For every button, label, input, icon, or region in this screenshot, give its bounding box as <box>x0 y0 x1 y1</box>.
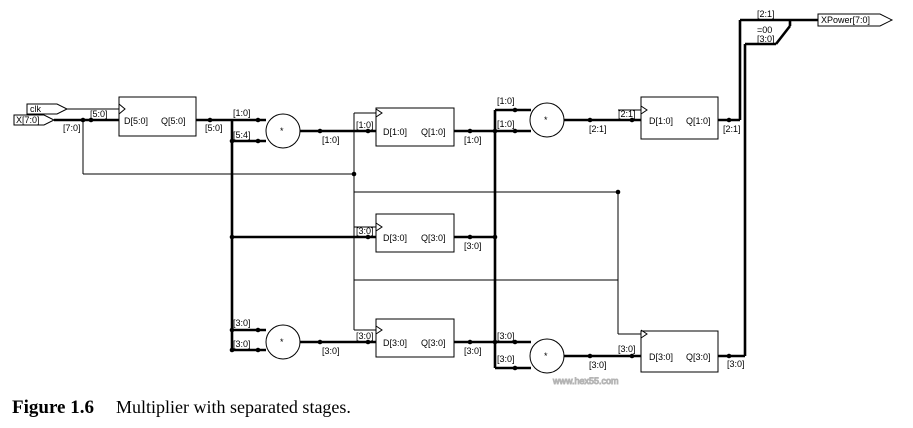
multiplier-4-symbol: * <box>544 351 548 361</box>
figure-number: Figure 1.6 <box>12 397 94 418</box>
bus-label: [5:4] <box>233 130 251 140</box>
multiplier-1-symbol: * <box>280 126 284 136</box>
multiplier-2: * <box>529 102 565 138</box>
bus-label: [2:1] <box>618 109 636 119</box>
clk-port: clk <box>26 103 69 115</box>
bus-label: [1:0] <box>233 108 251 118</box>
figure-caption: Figure 1.6 Multiplier with separated stag… <box>12 397 351 419</box>
concat-bot-label: [3:0] <box>757 34 775 44</box>
register-6-d: D[3:0] <box>649 352 673 362</box>
junction-dots <box>80 107 732 371</box>
x-input-port: X[7:0] <box>13 114 56 126</box>
x-input-port-label: X[7:0] <box>16 115 40 125</box>
bus-label: [3:0] <box>727 359 745 369</box>
bus-label: [3:0] <box>233 339 251 349</box>
xpower-output-port: XPower[7:0] <box>817 13 894 27</box>
register-4-d: D[3:0] <box>383 338 407 348</box>
bus-label: [3:0] <box>497 331 515 341</box>
register-3-q: Q[3:0] <box>421 233 446 243</box>
watermark: www.hex55.com <box>552 376 619 386</box>
register-1-q: Q[5:0] <box>161 116 186 126</box>
bus-label: [3:0] <box>464 346 482 356</box>
register-4: D[3:0] Q[3:0] <box>375 318 455 358</box>
bus-label: [5:0] <box>90 109 108 119</box>
multiplier-3: * <box>265 324 301 360</box>
bus-label: [3:0] <box>618 344 636 354</box>
register-1: D[5:0] Q[5:0] <box>118 96 197 137</box>
register-6: D[3:0] Q[3:0] <box>640 329 719 373</box>
register-5-q: Q[1:0] <box>686 116 711 126</box>
bus-label: [3:0] <box>464 241 482 251</box>
register-3-d: D[3:0] <box>383 233 407 243</box>
concat-top-label: [2:1] <box>757 9 775 19</box>
bus-label: [3:0] <box>497 354 515 364</box>
bus-label: [5:0] <box>205 123 223 133</box>
multiplier-3-symbol: * <box>280 337 284 347</box>
bus-label: [3:0] <box>322 346 340 356</box>
register-3: D[3:0] Q[3:0] <box>375 213 455 253</box>
bus-label: [1:0] <box>497 119 515 129</box>
bus-label: [3:0] <box>589 360 607 370</box>
clk-port-label: clk <box>30 104 41 114</box>
bus-label: [1:0] <box>356 120 374 130</box>
bus-label: [3:0] <box>356 331 374 341</box>
bus-labels: [5:0] [7:0] [5:0] [1:0] [5:4] [1:0] [3:0… <box>63 96 745 370</box>
bus-label: [7:0] <box>63 123 81 133</box>
bus-label: [2:1] <box>589 124 607 134</box>
register-1-d: D[5:0] <box>124 116 148 126</box>
bus-label: [1:0] <box>464 135 482 145</box>
multiplier-2-symbol: * <box>544 115 548 125</box>
bus-label: [3:0] <box>356 226 374 236</box>
bus-label: [1:0] <box>497 96 515 106</box>
register-2: D[1:0] Q[1:0] <box>375 107 455 147</box>
bus-label: [3:0] <box>233 318 251 328</box>
concat-eq-label: =00 <box>757 25 772 35</box>
figure-caption-text: Multiplier with separated stages. <box>115 397 351 417</box>
multiplier-1: * <box>265 113 301 149</box>
data-buses <box>54 18 818 370</box>
bus-label: [2:1] <box>723 124 741 134</box>
register-6-q: Q[3:0] <box>686 352 711 362</box>
clock-and-feedback-wires <box>67 108 641 335</box>
register-2-q: Q[1:0] <box>421 127 446 137</box>
register-4-q: Q[3:0] <box>421 338 446 348</box>
concat-block: [2:1] =00 [3:0] <box>757 9 775 44</box>
register-5-d: D[1:0] <box>649 116 673 126</box>
register-2-d: D[1:0] <box>383 127 407 137</box>
bus-label: [1:0] <box>322 135 340 145</box>
register-5: D[1:0] Q[1:0] <box>640 96 719 140</box>
xpower-output-label: XPower[7:0] <box>821 15 870 25</box>
multiplier-4: * <box>529 338 565 374</box>
